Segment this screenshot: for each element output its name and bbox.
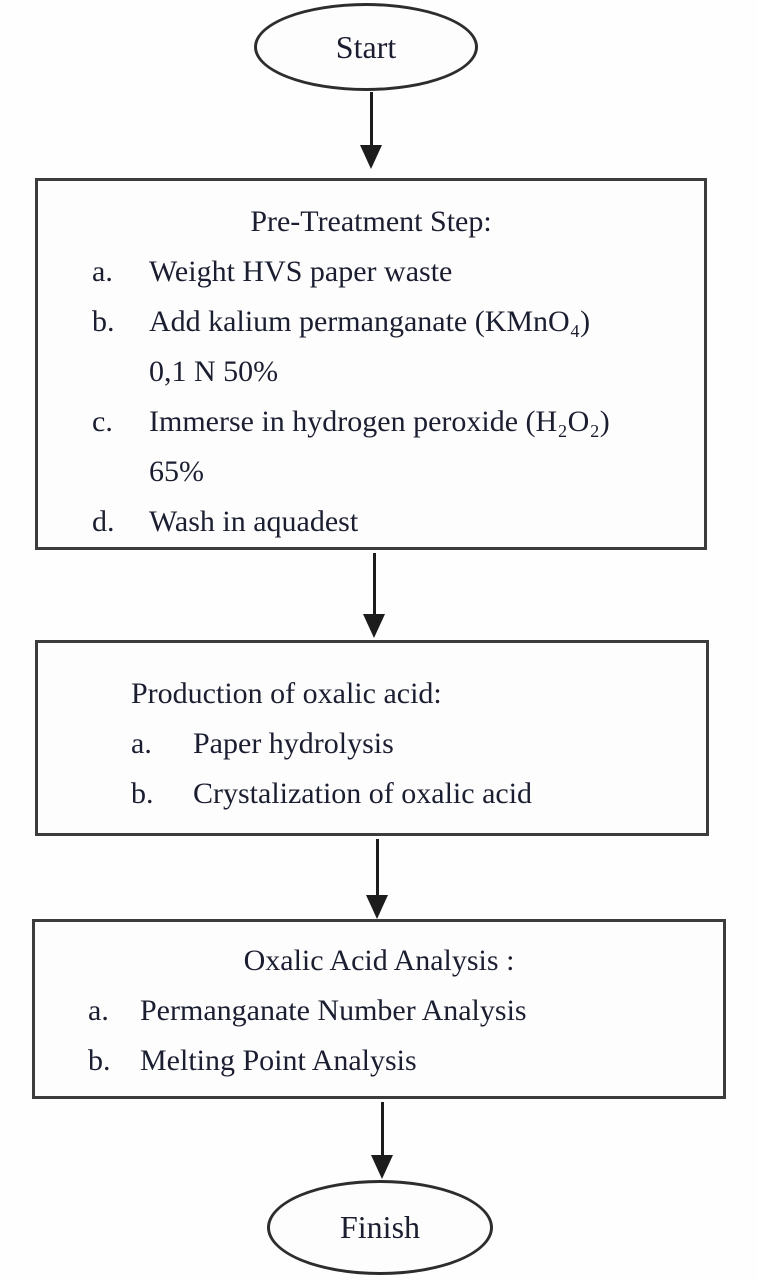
process-box-analysis: Oxalic Acid Analysis : a. Permanganate N… — [32, 919, 726, 1099]
arrow-head-icon — [366, 895, 388, 919]
finish-terminator: Finish — [267, 1180, 493, 1275]
arrow-shaft — [375, 839, 379, 895]
down-arrow-icon — [366, 839, 388, 919]
item-marker: a. — [92, 255, 113, 288]
item-text: Immerse in hydrogen peroxide (H₂O₂) 65% — [149, 405, 610, 488]
list-item: c. Immerse in hydrogen peroxide (H₂O₂) 6… — [92, 397, 694, 497]
item-text: Crystalization of oxalic acid — [193, 777, 533, 810]
box-title: Production of oxalic acid: — [131, 677, 442, 710]
step-list: a. Paper hydrolysis b. Crystalization of… — [38, 719, 706, 819]
item-marker: b. — [131, 777, 154, 810]
arrow-head-icon — [363, 614, 385, 638]
box-title: Pre-Treatment Step: — [250, 205, 492, 238]
step-list: a. Permanganate Number Analysis b. Melti… — [35, 986, 723, 1086]
arrow-head-icon — [360, 145, 382, 169]
item-text: Add kalium permanganate (KMnO₄) 0,1 N 50… — [149, 305, 591, 388]
item-text: Wash in aquadest — [149, 505, 359, 538]
arrow-shaft — [380, 1102, 384, 1155]
list-item: a. Permanganate Number Analysis — [88, 986, 713, 1036]
item-marker: a. — [131, 727, 152, 760]
list-item: a. Weight HVS paper waste — [92, 247, 694, 297]
item-marker: b. — [88, 1044, 111, 1077]
arrow-head-icon — [371, 1155, 393, 1179]
arrow-shaft — [369, 92, 373, 145]
finish-label: Finish — [339, 1209, 421, 1245]
item-text: Permanganate Number Analysis — [140, 994, 527, 1027]
item-marker: b. — [92, 305, 115, 338]
item-marker: a. — [88, 994, 109, 1027]
process-box-pretreatment: Pre-Treatment Step: a. Weight HVS paper … — [35, 178, 707, 550]
down-arrow-icon — [360, 92, 382, 169]
process-box-production: Production of oxalic acid: a. Paper hydr… — [35, 640, 709, 836]
item-marker: d. — [92, 505, 115, 538]
down-arrow-icon — [371, 1102, 393, 1179]
item-text: Paper hydrolysis — [193, 727, 394, 760]
start-terminator: Start — [254, 3, 478, 91]
list-item: b. Crystalization of oxalic acid — [131, 769, 696, 819]
arrow-shaft — [372, 553, 376, 614]
start-label: Start — [335, 28, 397, 65]
list-item: b. Add kalium permanganate (KMnO₄) 0,1 N… — [92, 297, 694, 397]
down-arrow-icon — [363, 553, 385, 638]
list-item: b. Melting Point Analysis — [88, 1036, 713, 1086]
item-text: Melting Point Analysis — [140, 1044, 417, 1077]
box-title: Oxalic Acid Analysis : — [243, 944, 515, 977]
step-list: a. Weight HVS paper waste b. Add kalium … — [38, 247, 704, 547]
item-marker: c. — [92, 405, 113, 438]
item-text: Weight HVS paper waste — [149, 255, 453, 288]
list-item: d. Wash in aquadest — [92, 497, 694, 547]
list-item: a. Paper hydrolysis — [131, 719, 696, 769]
